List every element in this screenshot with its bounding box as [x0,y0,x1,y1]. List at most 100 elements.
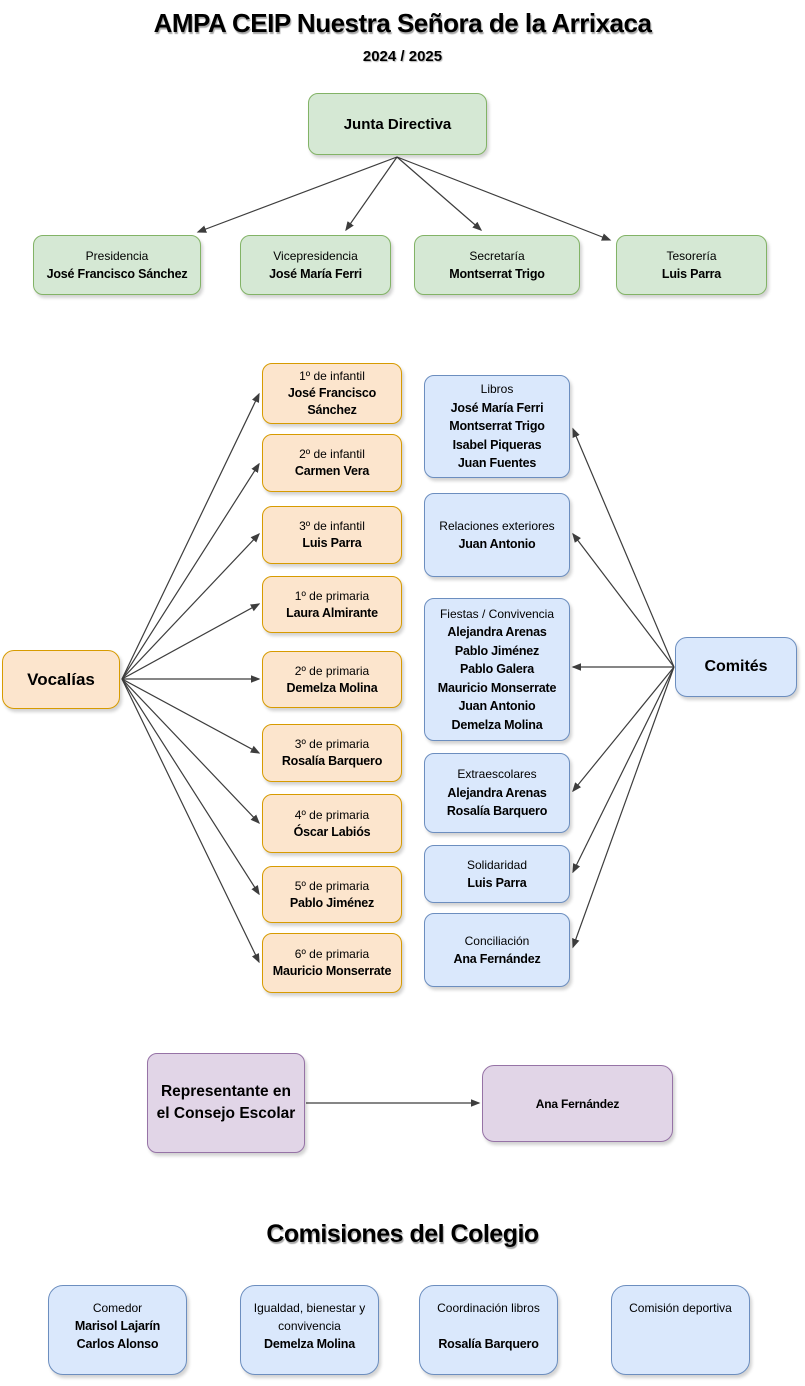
commission-member: Carlos Alonso [76,1337,159,1351]
arrow-comites-solidaridad [572,666,675,874]
arrow-vocalias-4 [121,603,261,680]
arrow-junta-secretaria [396,156,483,231]
committee-member: Luis Parra [467,876,527,890]
committee-member: Juan Antonio [458,699,536,714]
arrow-comites-libros [572,427,675,668]
class-title: 3º de infantil [299,519,365,533]
committee-member: Juan Antonio [458,537,536,551]
node-label: Junta Directiva [343,115,452,133]
node-label: Comités [704,658,768,675]
committee-title: Libros [480,382,514,397]
role-title: Secretaría [469,249,525,263]
node-vocalia-2-infantil: 2º de infantil Carmen Vera [262,434,402,492]
arrow-vocalias-9 [121,678,260,964]
committee-member: Pablo Galera [459,662,535,677]
comisiones-section-title: Comisiones del Colegio [266,1220,539,1248]
class-title: 2º de primaria [294,663,370,678]
committee-member: Alejandra Arenas [447,785,547,800]
role-name: José Francisco Sánchez [46,267,188,281]
node-comite-extraescolares: Extraescolares Alejandra Arenas Rosalía … [424,753,570,833]
node-secretaria: Secretaría Montserrat Trigo [414,235,580,295]
arrow-vocalias-6 [121,678,261,754]
node-vocalia-1-infantil: 1º de infantil José Francisco Sánchez [262,363,402,424]
class-name: Mauricio Monserrate [272,964,392,978]
node-comision-igualdad: Igualdad, bienestar y convivencia Demelz… [240,1285,379,1375]
arrow-junta-presidencia [196,156,398,233]
page-title: AMPA CEIP Nuestra Señora de la Arrixaca [153,8,652,38]
arrow-vocalias-2 [121,462,260,680]
node-vocalia-6-primaria: 6º de primaria Mauricio Monserrate [262,933,402,993]
node-comite-libros: Libros José María Ferri Montserrat Trigo… [424,375,570,478]
class-name: Rosalía Barquero [281,754,383,768]
node-vocalia-3-primaria: 3º de primaria Rosalía Barquero [262,724,402,782]
committee-title: Relaciones exteriores [439,518,555,533]
role-title: Vicepresidencia [273,249,358,263]
node-comite-conciliacion: Conciliación Ana Fernández [424,913,570,987]
committee-title: Extraescolares [457,767,537,782]
arrow-comites-extraescolares [572,666,675,793]
committee-title: Conciliación [464,933,530,948]
arrow-comites-relaciones [572,532,675,668]
committee-member: Isabel Piqueras [452,437,542,452]
class-name: José Francisco Sánchez [287,386,377,417]
commission-title: Comisión deportiva [629,1301,732,1315]
committee-member: Ana Fernández [453,952,541,966]
page-subtitle: 2024 / 2025 [362,48,443,65]
committee-member: Montserrat Trigo [449,419,545,434]
node-comite-relaciones-exteriores: Relaciones exteriores Juan Antonio [424,493,570,577]
node-label: Vocalías [27,669,95,689]
node-comite-fiestas-convivencia: Fiestas / Convivencia Alejandra Arenas P… [424,598,570,741]
commission-member: Rosalía Barquero [438,1337,539,1351]
arrow-vocalias-7 [121,678,260,825]
role-name: Montserrat Trigo [449,267,545,281]
node-vocalia-2-primaria: 2º de primaria Demelza Molina [262,651,402,708]
arrow-junta-tesoreria [396,156,612,241]
node-vocalia-5-primaria: 5º de primaria Pablo Jiménez [262,866,402,923]
committee-title: Solidaridad [466,857,528,872]
node-comision-coordinacion-libros: Coordinación libros Rosalía Barquero [419,1285,558,1375]
arrow-vocalias-3 [121,532,260,680]
node-comites: Comités [675,637,797,697]
node-junta-directiva: Junta Directiva [308,93,487,155]
class-name: Demelza Molina [286,680,378,695]
committee-member: José María Ferri [450,400,544,415]
class-title: 1º de primaria [294,588,370,603]
node-tesoreria: Tesorería Luis Parra [616,235,767,295]
arrow-junta-vicepresidencia [345,156,398,232]
role-title: Presidencia [85,249,149,263]
node-presidencia: Presidencia José Francisco Sánchez [33,235,201,295]
person-name: Ana Fernández [535,1096,620,1111]
class-name: Óscar Labiós [293,824,371,839]
class-name: Laura Almirante [286,605,378,620]
node-representante-consejo-escolar: Representante en el Consejo Escolar [147,1053,305,1153]
node-vocalia-3-infantil: 3º de infantil Luis Parra [262,506,402,564]
class-title: 2º de infantil [299,447,365,461]
class-title: 5º de primaria [294,878,370,893]
role-title: Tesorería [666,249,717,263]
committee-member: Demelza Molina [451,717,543,732]
role-name: Luis Parra [661,267,722,281]
commission-title: Coordinación libros [437,1301,540,1315]
commission-member: Demelza Molina [264,1337,355,1351]
committee-member: Mauricio Monserrate [437,680,557,695]
commission-title: Igualdad, bienestar y convivencia [253,1301,366,1333]
class-title: 1º de infantil [299,369,365,383]
role-name: José María Ferri [269,267,362,281]
class-title: 4º de primaria [294,807,370,822]
committee-title: Fiestas / Convivencia [439,606,555,621]
class-name: Carmen Vera [294,464,370,478]
node-vocalia-4-primaria: 4º de primaria Óscar Labiós [262,794,402,853]
class-name: Luis Parra [302,536,362,550]
committee-member: Juan Fuentes [457,456,537,471]
node-comision-deportiva: Comisión deportiva [611,1285,750,1375]
class-title: 3º de primaria [294,737,370,751]
node-comite-solidaridad: Solidaridad Luis Parra [424,845,570,903]
class-name: Pablo Jiménez [289,895,375,910]
node-comision-comedor: Comedor Marisol Lajarín Carlos Alonso [48,1285,187,1375]
arrow-vocalias-1 [121,392,260,680]
arrow-comites-conciliacion [572,666,675,949]
node-vocalia-1-primaria: 1º de primaria Laura Almirante [262,576,402,633]
node-vocalias: Vocalías [2,650,120,709]
class-title: 6º de primaria [294,947,370,961]
